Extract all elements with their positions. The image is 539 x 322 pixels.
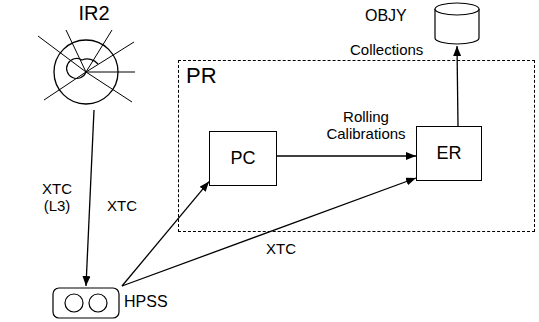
group-region: PR PC ER (178, 60, 535, 232)
tape-storage-symbol (52, 286, 120, 320)
edge-label: XTC (L3) (32, 180, 82, 215)
arrow-connector (277, 155, 416, 156)
particle-track (86, 72, 132, 102)
particle-track (66, 30, 86, 72)
process-box: ER (416, 126, 482, 181)
detector-ring (54, 40, 118, 104)
edge-label: XTC (106, 197, 138, 214)
arrow-connector (86, 110, 94, 286)
node-label: OBJY (365, 7, 407, 25)
connector-group (86, 46, 458, 286)
particle-track (86, 42, 134, 72)
database-node: OBJY (365, 2, 483, 46)
tape-reel (89, 294, 107, 312)
node-label: IR2 (36, 2, 152, 25)
tape-reel (65, 294, 83, 312)
edge-label: Collections (349, 41, 424, 58)
region-title: PR (186, 63, 217, 88)
particle-track (86, 30, 112, 72)
node-label: HPSS (124, 293, 168, 311)
particle-track (86, 72, 135, 73)
detector-node: IR2 (36, 2, 152, 110)
arrow-connector (457, 46, 458, 126)
cylinder-top (435, 3, 479, 15)
node-label: ER (436, 143, 461, 164)
spiral-track (67, 58, 98, 78)
tape-case (53, 288, 119, 318)
arrow-connector (122, 178, 416, 286)
edge-label: XTC (265, 240, 297, 257)
node-label: PC (230, 148, 255, 169)
edge-label: Rolling Calibrations (316, 108, 416, 143)
database-cylinder (434, 2, 480, 46)
process-box: PC (209, 131, 277, 186)
storage-node: HPSS (52, 286, 177, 320)
